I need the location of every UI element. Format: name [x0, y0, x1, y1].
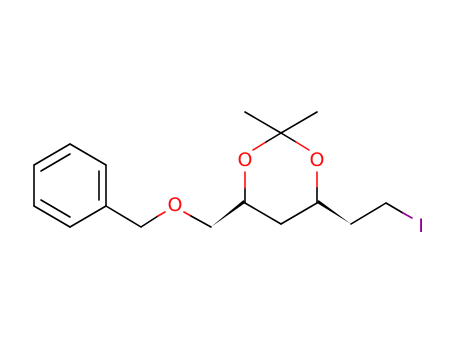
bond: [33, 205, 71, 228]
methyl-bond-left: [244, 111, 282, 134]
bond: [33, 143, 71, 166]
bond: [385, 202, 404, 214]
bond: [183, 211, 192, 217]
bond: [69, 205, 107, 228]
methyl-bond-right: [280, 111, 318, 134]
bond: [280, 132, 297, 143]
iodine-label: I: [418, 215, 424, 237]
bond: [295, 141, 310, 151]
bond: [252, 141, 267, 151]
wedge-bond-left: [211, 200, 245, 227]
double-bond-inner: [40, 153, 71, 172]
ring-oxygen-left-label: O: [238, 149, 253, 171]
bond: [402, 212, 413, 219]
bond: [280, 202, 318, 225]
ether-oxygen-label: O: [168, 194, 183, 216]
gem-dimethyl: [244, 111, 318, 134]
bond: [105, 205, 142, 228]
dioxane-ring: [244, 132, 318, 225]
bond: [140, 215, 159, 228]
bond: [69, 143, 107, 166]
bond: [350, 202, 387, 225]
bond: [157, 211, 166, 217]
bond: [190, 215, 212, 228]
benzene-ring: [33, 143, 107, 228]
double-bond-inner: [40, 199, 71, 218]
wedge-bond-right: [317, 200, 351, 224]
iodoethyl-chain: [350, 202, 413, 225]
benzyl-ether-chain: [105, 205, 212, 228]
bond: [244, 202, 282, 225]
bond: [265, 132, 282, 143]
ring-oxygen-right-label: O: [310, 149, 325, 171]
